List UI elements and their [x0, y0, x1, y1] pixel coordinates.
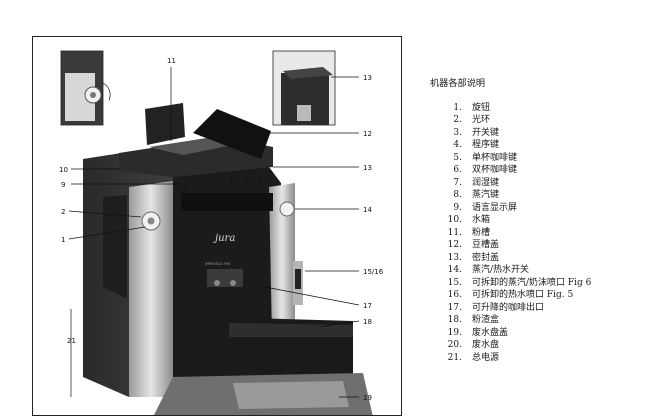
brand-logo: jura [213, 233, 235, 244]
legend-item-label: 润湿键 [472, 177, 500, 188]
legend-item-label: 水箱 [472, 215, 491, 225]
callout-10: 10 [59, 166, 68, 174]
legend-item-number: 9. [453, 202, 462, 213]
callout-4: 4 [199, 181, 204, 189]
callout-9: 9 [61, 181, 65, 189]
legend-item-label: 废水盘 [472, 340, 500, 350]
legend-item-label: 废水盘盖 [472, 327, 509, 338]
model-label: IMPRESSA F90 [205, 262, 230, 266]
callout-13-inset: 13 [363, 74, 372, 82]
legend-item-number: 14. [447, 265, 462, 275]
legend-item-label: 语言显示屏 [472, 202, 518, 213]
legend-title: 机器各部说明 [430, 78, 486, 89]
inset-lid-detail [272, 50, 336, 126]
legend-item-number: 12. [447, 240, 462, 250]
legend-item: 18. 粉渣盒 [430, 314, 645, 327]
callout-18: 18 [363, 318, 372, 326]
legend-item: 3. 开关键 [430, 127, 645, 140]
legend-item: 8. 蒸汽键 [430, 189, 645, 202]
callout-17: 17 [363, 302, 372, 310]
callout-11: 11 [167, 57, 176, 65]
legend-item-label: 密封盖 [472, 252, 500, 263]
legend-item-number: 10. [447, 215, 462, 225]
legend-item-number: 19. [447, 327, 462, 338]
legend-item: 1. 旋钮 [430, 102, 645, 115]
legend-item: 16. 可拆卸的热水喷口 Fig. 5 [430, 289, 645, 302]
legend-item: 2. 光环 [430, 114, 645, 127]
coffee-machine: jura IMPRESSA F90 [83, 103, 373, 415]
legend-item-number: 1. [453, 102, 462, 113]
legend-item-label: 光环 [472, 115, 491, 125]
legend-item: 15. 可拆卸的蒸汽/奶沫喷口 Fig 6 [430, 277, 645, 290]
legend-item-label: 总电源 [472, 352, 500, 363]
legend-item: 11. 粉槽 [430, 227, 645, 240]
legend-item-number: 7. [453, 177, 462, 188]
legend-item-number: 6. [453, 165, 462, 175]
legend-item: 14. 蒸汽/热水开关 [430, 264, 645, 277]
callout-19: 19 [363, 394, 372, 402]
callout-14: 14 [363, 206, 372, 214]
legend-item: 9. 语言显示屏 [430, 202, 645, 215]
legend-item-number: 15. [447, 277, 462, 288]
callout-3: 3 [183, 183, 187, 191]
legend-item: 20. 废水盘 [430, 339, 645, 352]
legend-list: 1. 旋钮 2. 光环 3. 开关键 4. 程序键 5. 单杯咖啡键 6. 双杯咖啡键 7. 润湿键 8. 蒸… [430, 102, 645, 365]
legend-item-number: 13. [447, 252, 462, 263]
legend-item-number: 8. [453, 190, 462, 200]
legend-item: 6. 双杯咖啡键 [430, 164, 645, 177]
legend-item: 19. 废水盘盖 [430, 327, 645, 340]
machine-illustration: jura IMPRESSA F90 [59, 50, 384, 415]
legend-item: 12. 豆槽盖 [430, 239, 645, 252]
legend-item-label: 可拆卸的热水喷口 Fig. 5 [472, 290, 574, 300]
legend-item: 10. 水箱 [430, 214, 645, 227]
legend-item-label: 单杯咖啡键 [472, 152, 518, 163]
legend-item-label: 蒸汽/热水开关 [472, 265, 530, 275]
callout-6: 6 [230, 178, 235, 186]
legend-item-number: 5. [453, 152, 462, 163]
machine-figure: jura IMPRESSA F90 [32, 36, 402, 416]
callout-5: 5 [215, 179, 219, 187]
legend-item-label: 旋钮 [472, 102, 491, 113]
legend-item-label: 可拆卸的蒸汽/奶沫喷口 Fig 6 [472, 277, 592, 288]
legend-item: 7. 润湿键 [430, 177, 645, 190]
callout-labels: 11 13 12 13 10 9 3 4 5 6 7 8 2 1 14 15/1… [59, 57, 384, 402]
legend-item-number: 3. [453, 127, 462, 138]
legend-item-label: 可升降的咖啡出口 [472, 302, 545, 313]
legend-item-label: 粉槽 [472, 227, 491, 238]
legend-item-number: 11. [447, 227, 462, 238]
callout-8: 8 [258, 176, 262, 184]
legend-item: 21. 总电源 [430, 352, 645, 365]
legend-item: 13. 密封盖 [430, 252, 645, 265]
legend-item-label: 粉渣盒 [472, 315, 500, 325]
legend-item-number: 16. [447, 290, 462, 300]
legend-item-number: 17. [447, 302, 462, 313]
legend-item-number: 4. [453, 140, 462, 150]
callout-2: 2 [61, 208, 65, 216]
legend-item-label: 蒸汽键 [472, 190, 500, 200]
legend-item-label: 豆槽盖 [472, 240, 500, 250]
callout-15-16: 15/16 [363, 268, 384, 276]
inset-knob-detail [60, 50, 111, 126]
legend-item-number: 2. [453, 115, 462, 125]
callout-7: 7 [244, 177, 248, 185]
legend-item: 17. 可升降的咖啡出口 [430, 302, 645, 315]
legend-item-number: 18. [447, 315, 462, 325]
legend-item: 5. 单杯咖啡键 [430, 152, 645, 165]
legend-item-label: 开关键 [472, 127, 500, 138]
legend-item-number: 21. [447, 352, 462, 363]
legend-item-number: 20. [447, 340, 462, 350]
parts-legend: 机器各部说明 1. 旋钮 2. 光环 3. 开关键 4. 程序键 5. 单杯咖啡键 6. 双杯咖啡键 7… [430, 78, 645, 364]
callout-13: 13 [363, 164, 372, 172]
callout-leaders [68, 67, 360, 398]
callout-12: 12 [363, 130, 372, 138]
legend-item-label: 双杯咖啡键 [472, 165, 518, 175]
legend-item: 4. 程序键 [430, 139, 645, 152]
callout-21: 21 [67, 337, 76, 345]
legend-item-label: 程序键 [472, 140, 500, 150]
callout-1: 1 [61, 236, 65, 244]
